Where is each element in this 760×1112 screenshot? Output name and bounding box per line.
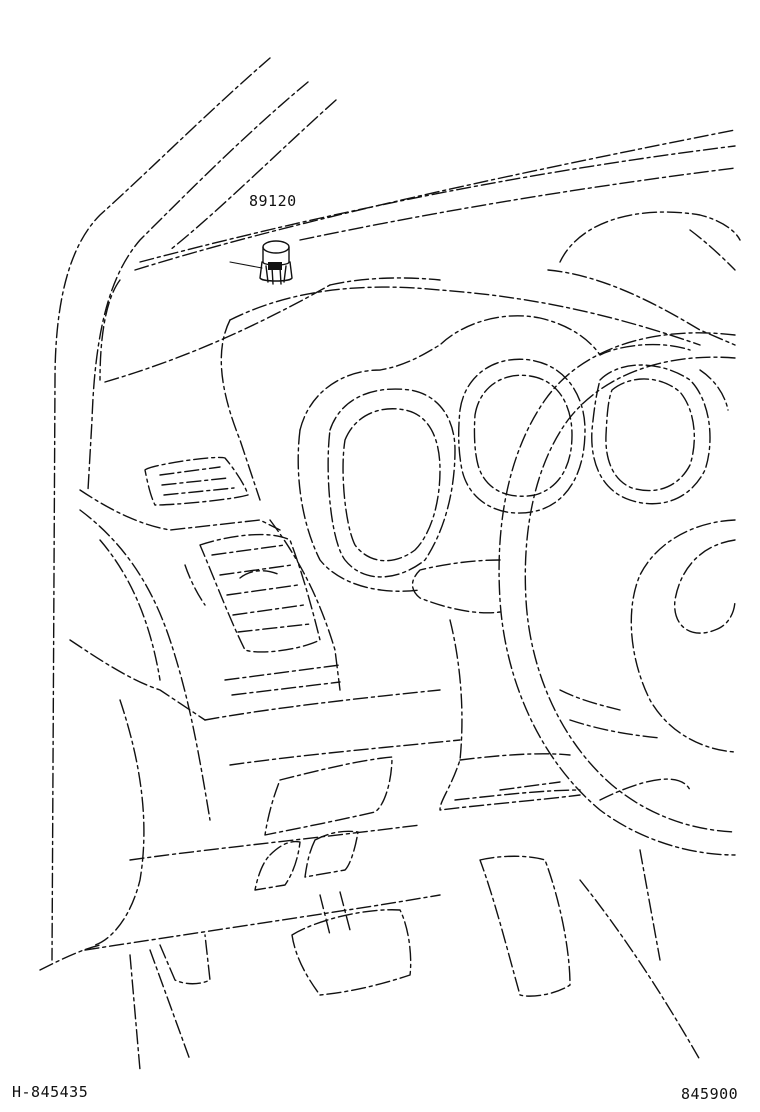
lower-dashboard [84,619,581,951]
center-vent [184,519,441,721]
left-side-panel [69,456,281,946]
steering-wheel [411,332,736,856]
instrument-cluster [297,315,729,592]
a-pillar [39,57,337,971]
part-number-label: 89120 [249,192,297,210]
pedals [129,849,701,1071]
light-sensor-icon [229,240,293,285]
page-code: 845900 [681,1085,739,1103]
dashboard-top [220,211,741,501]
illustration-code: H-845435 [12,1083,89,1101]
windshield-edge [104,129,736,383]
